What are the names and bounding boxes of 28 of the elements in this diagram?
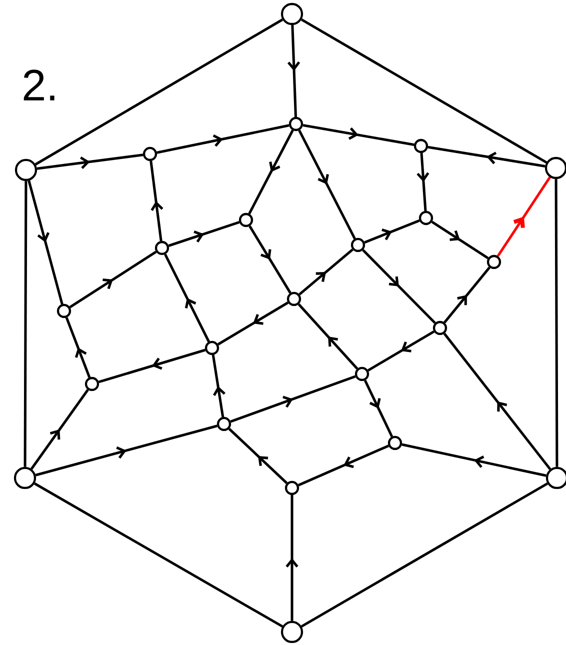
vertex-circle xyxy=(354,366,370,382)
vertex-circle xyxy=(154,240,170,256)
vertex-circle xyxy=(414,138,428,154)
vertex-circle xyxy=(142,146,158,162)
vertex-circle xyxy=(56,304,72,318)
line xyxy=(300,18,548,164)
line xyxy=(34,482,284,628)
vertex-circle xyxy=(280,2,304,26)
vertex-circle xyxy=(216,416,232,432)
vertex-circle xyxy=(288,116,304,132)
line xyxy=(34,18,284,166)
vertex-circle xyxy=(486,254,502,270)
vertex-circle xyxy=(280,620,304,644)
line xyxy=(24,181,28,467)
figure-number: 2. xyxy=(24,70,54,100)
vertex-circle xyxy=(14,466,36,490)
line xyxy=(300,482,548,628)
vertex-circle xyxy=(84,376,100,392)
vertex-circle xyxy=(350,238,366,252)
vertex-circle xyxy=(204,340,220,356)
line xyxy=(554,179,558,467)
vertex-circle xyxy=(238,212,254,228)
vertex-circle xyxy=(418,210,434,226)
vertex-circle xyxy=(388,436,402,450)
vertex-circle xyxy=(432,320,448,336)
vertex-circle xyxy=(286,292,302,306)
vertex-circle xyxy=(14,158,38,182)
vertex-circle xyxy=(284,480,300,496)
